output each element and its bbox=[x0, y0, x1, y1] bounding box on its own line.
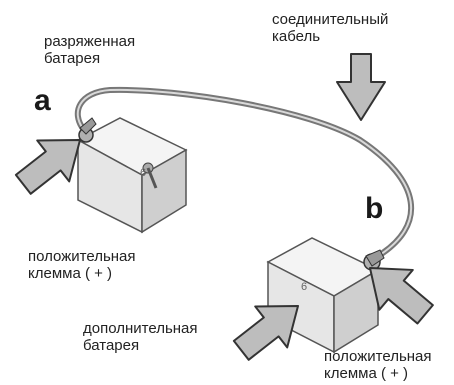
point-a-label: a bbox=[34, 84, 51, 117]
booster-battery-label: дополнительная батарея bbox=[83, 320, 198, 354]
arrow-to-booster-battery-icon bbox=[232, 305, 299, 361]
discharged-battery-mark: 6 bbox=[140, 167, 146, 179]
booster-battery-mark: 6 bbox=[301, 281, 307, 293]
jumper-cable-highlight bbox=[76, 88, 413, 259]
discharged-battery-label: разряженная батарея bbox=[44, 33, 136, 67]
jumper-cable-label: соединительный кабель bbox=[272, 11, 389, 45]
discharged-battery bbox=[76, 117, 188, 234]
arrow-down-cable-icon bbox=[336, 53, 386, 121]
positive-terminal-b bbox=[363, 249, 385, 271]
positive-terminal-a bbox=[78, 117, 97, 143]
arrow-to-terminal-b-icon bbox=[369, 267, 434, 325]
booster-battery bbox=[266, 237, 385, 354]
point-b-label: b bbox=[365, 192, 384, 225]
arrow-to-terminal-a-icon bbox=[14, 139, 81, 195]
positive-terminal-a-label: положительная клемма ( + ) bbox=[28, 248, 136, 282]
positive-terminal-b-label: положительная клемма ( + ) bbox=[324, 348, 432, 382]
